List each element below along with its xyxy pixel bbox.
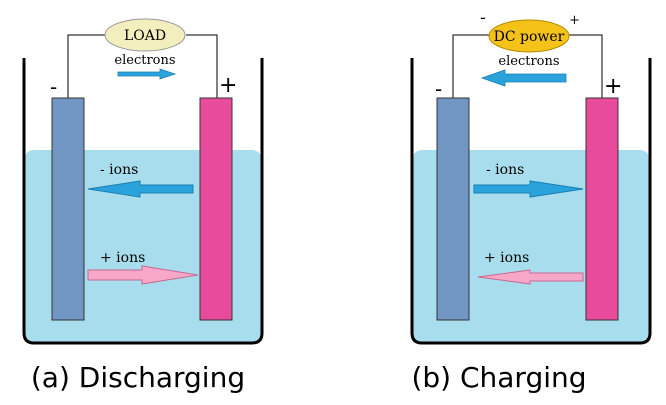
neg-ions-label-b: - ions — [486, 162, 524, 178]
pos-terminal-b: + — [604, 74, 622, 99]
beaker-b — [410, 58, 652, 345]
dc-power-device — [488, 19, 570, 53]
caption-charging: (b) Charging — [411, 361, 586, 394]
wire-a — [67, 34, 218, 98]
neg-ion-flow-arrow-a — [87, 180, 194, 198]
anode-electrode-a — [51, 97, 85, 321]
wire-b — [452, 34, 603, 98]
load-label: LOAD — [124, 28, 166, 44]
neg-ion-flow-arrow-b — [473, 180, 584, 198]
dc-neg-sign: - — [480, 8, 486, 27]
panel-discharging: LOAD electrons - + - ions + ions (a) Dis… — [22, 18, 264, 394]
anode-electrode-b — [436, 97, 470, 321]
caption-discharging: (a) Discharging — [31, 361, 245, 394]
electron-flow-arrow-a — [117, 68, 177, 80]
neg-ions-label-a: - ions — [100, 162, 138, 178]
beaker-a — [22, 58, 264, 345]
electron-flow-arrow-b — [480, 69, 567, 87]
electrons-label-b: electrons — [498, 54, 559, 69]
pos-terminal-a: + — [219, 73, 237, 98]
neg-terminal-a: - — [50, 75, 57, 99]
neg-terminal-b: - — [435, 77, 442, 101]
dc-pos-sign: + — [569, 13, 580, 28]
electrons-label-a: electrons — [114, 53, 175, 68]
load-device — [104, 18, 186, 52]
cathode-electrode-b — [585, 97, 619, 321]
dc-power-label: DC power — [494, 29, 565, 45]
pos-ion-flow-arrow-b — [477, 269, 584, 285]
cathode-electrode-a — [199, 97, 233, 321]
pos-ion-flow-arrow-a — [87, 265, 199, 285]
pos-ions-label-b: + ions — [484, 250, 529, 266]
panel-charging: DC power - + electrons - + - ions + ions… — [410, 8, 652, 394]
pos-ions-label-a: + ions — [100, 250, 145, 266]
